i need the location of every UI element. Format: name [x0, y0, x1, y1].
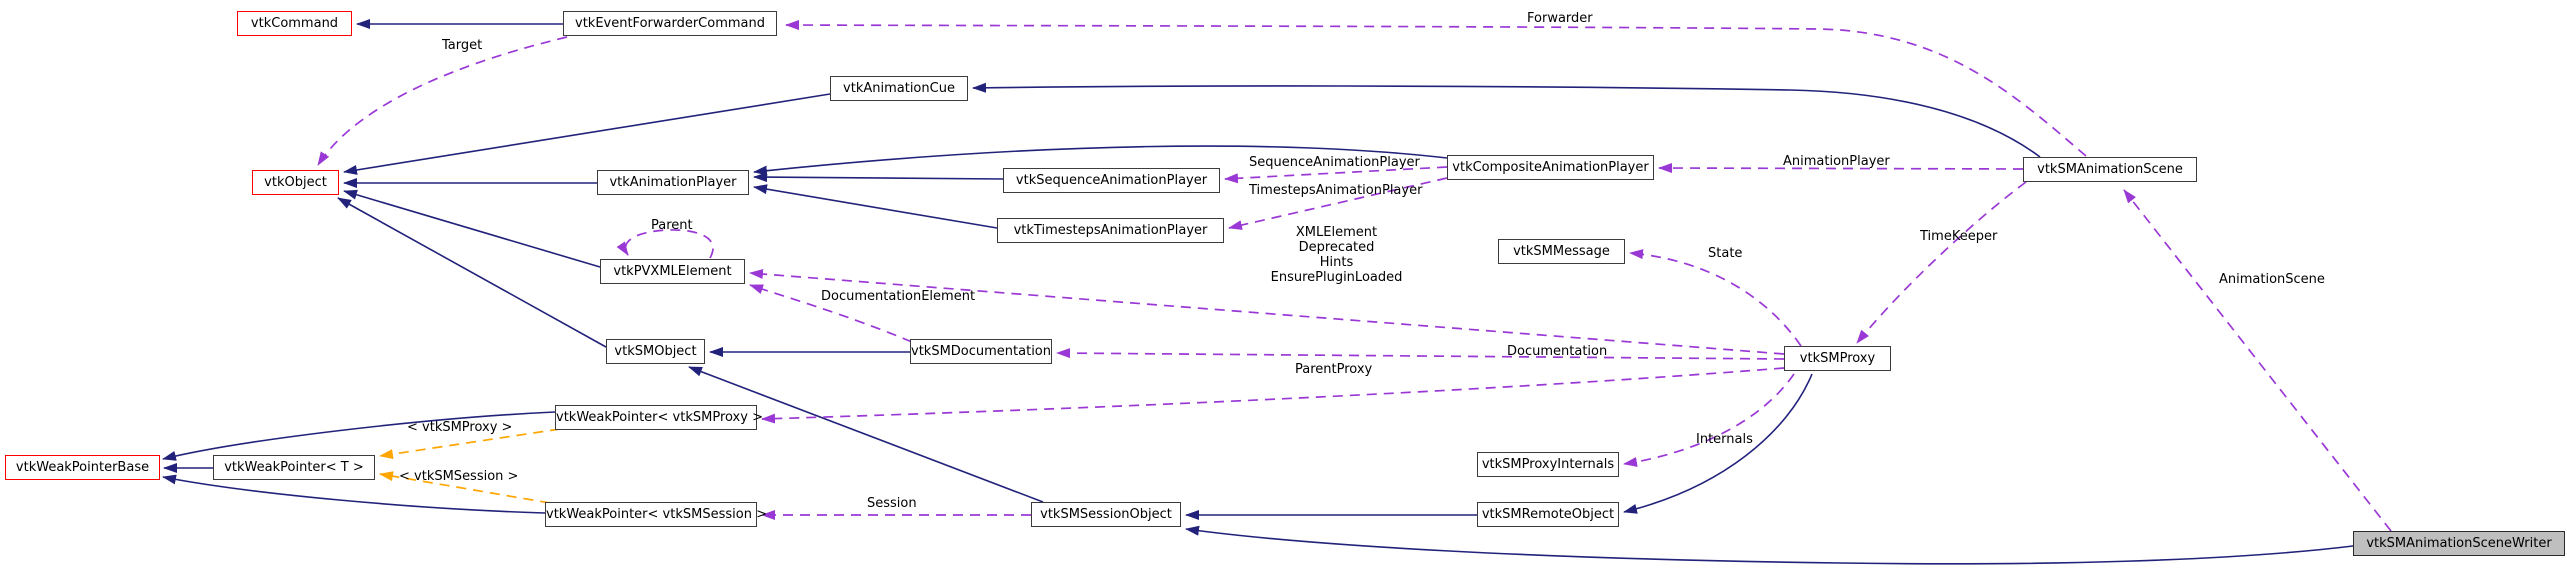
- edge-weakptrproxy-to-weakptrbase: [162, 411, 556, 461]
- edge-label-target: Target: [442, 38, 483, 53]
- edge-timestepsplayer-to-player: [753, 184, 998, 229]
- node-vtkWeakPointer-T[interactable]: vtkWeakPointer< T >: [213, 455, 375, 480]
- edge-label-xmlelement-block: XMLElement Deprecated Hints EnsurePlugin…: [1254, 225, 1419, 285]
- node-vtkSMMessage[interactable]: vtkSMMessage: [1498, 239, 1625, 264]
- node-vtkSMRemoteObject[interactable]: vtkSMRemoteObject: [1477, 502, 1619, 527]
- edge-template-smproxy: [379, 428, 561, 460]
- edge-documentation: [1056, 348, 1785, 360]
- node-vtkEventForwarderCommand[interactable]: vtkEventForwarderCommand: [563, 11, 777, 36]
- edge-sessionobject-to-smobject: [688, 366, 1044, 503]
- node-vtkCompositeAnimationPlayer[interactable]: vtkCompositeAnimationPlayer: [1447, 155, 1654, 180]
- edge-label-template-smproxy: < vtkSMProxy >: [407, 420, 513, 435]
- edge-label-state: State: [1708, 246, 1743, 261]
- edge-label-deprecated: Deprecated: [1298, 240, 1375, 255]
- edge-label-timestepsanimationplayer: TimestepsAnimationPlayer: [1249, 183, 1423, 198]
- edge-sequenceplayer-member: [1224, 166, 1448, 184]
- edge-state: [1629, 249, 1802, 347]
- edge-template-smsession: [379, 471, 551, 504]
- edge-animationplayer-member: [1658, 163, 2024, 174]
- edge-target: [317, 36, 568, 166]
- edge-label-timekeeper: TimeKeeper: [1920, 229, 1998, 244]
- node-vtkSMAnimationSceneWriter: vtkSMAnimationSceneWriter: [2353, 531, 2565, 556]
- edge-animationscene-member: [2123, 189, 2392, 532]
- node-vtkPVXMLElement[interactable]: vtkPVXMLElement: [600, 259, 745, 284]
- edge-label-session: Session: [867, 496, 917, 511]
- node-vtkWeakPointerBase[interactable]: vtkWeakPointerBase: [5, 455, 160, 480]
- edge-forwarder: [785, 20, 2087, 157]
- node-vtkTimestepsAnimationPlayer[interactable]: vtkTimestepsAnimationPlayer: [997, 218, 1224, 243]
- edge-parent-selfloop: [616, 229, 714, 259]
- node-vtkWeakPointer-vtkSMSession[interactable]: vtkWeakPointer< vtkSMSession >: [545, 502, 767, 527]
- node-vtkCommand[interactable]: vtkCommand: [237, 11, 352, 36]
- node-vtkAnimationPlayer[interactable]: vtkAnimationPlayer: [597, 170, 749, 195]
- edge-timestepsplayer-member: [1228, 177, 1448, 230]
- node-vtkAnimationCue[interactable]: vtkAnimationCue: [830, 76, 968, 101]
- edge-xmlelement: [749, 269, 1785, 355]
- edge-scenewriter-to-sessionobject: [1185, 525, 2354, 565]
- edge-label-animationscene: AnimationScene: [2219, 272, 2325, 287]
- edge-animationscene-to-cue: [972, 82, 2041, 158]
- edge-label-template-smsession: < vtkSMSession >: [399, 469, 519, 484]
- edge-label-forwarder: Forwarder: [1527, 11, 1593, 26]
- edge-label-parentproxy: ParentProxy: [1295, 362, 1373, 377]
- node-vtkSMObject[interactable]: vtkSMObject: [606, 339, 705, 364]
- node-vtkSMDocumentation[interactable]: vtkSMDocumentation: [910, 339, 1052, 364]
- edge-sequenceplayer-to-player: [753, 172, 1004, 183]
- node-vtkSMSessionObject[interactable]: vtkSMSessionObject: [1031, 502, 1181, 527]
- edge-internals: [1623, 373, 1795, 467]
- edge-smproxy-to-remoteobject: [1623, 373, 1813, 514]
- edge-label-parent: Parent: [651, 218, 693, 233]
- edge-weakptrsession-to-weakptrbase: [162, 474, 546, 514]
- node-vtkSMProxy[interactable]: vtkSMProxy: [1784, 346, 1891, 371]
- edge-compositeplayer-to-player: [753, 145, 1448, 176]
- node-vtkSMProxyInternals[interactable]: vtkSMProxyInternals: [1477, 452, 1619, 477]
- edge-pvxml-to-object: [343, 189, 601, 268]
- edge-label-documentation: Documentation: [1507, 344, 1608, 359]
- node-vtkWeakPointer-vtkSMProxy[interactable]: vtkWeakPointer< vtkSMProxy >: [555, 405, 763, 430]
- edge-parentproxy: [761, 367, 1785, 424]
- edge-animationcue-to-object: [343, 93, 831, 175]
- edge-label-hints: Hints: [1319, 255, 1354, 270]
- edge-label-xmlelement: XMLElement: [1295, 225, 1378, 240]
- node-vtkObject[interactable]: vtkObject: [252, 170, 339, 195]
- edge-label-documentationelement: DocumentationElement: [821, 289, 976, 304]
- node-vtkSequenceAnimationPlayer[interactable]: vtkSequenceAnimationPlayer: [1003, 168, 1220, 193]
- node-vtkSMAnimationScene[interactable]: vtkSMAnimationScene: [2023, 157, 2197, 182]
- edge-documentationelement: [749, 284, 913, 343]
- edge-timekeeper: [1856, 181, 2027, 344]
- edge-label-animationplayer: AnimationPlayer: [1783, 154, 1890, 169]
- edge-label-sequenceanimationplayer: SequenceAnimationPlayer: [1249, 155, 1420, 170]
- edge-smobject-to-object: [337, 197, 607, 348]
- edge-label-internals: Internals: [1696, 432, 1753, 447]
- edge-label-ensurepluginloaded: EnsurePluginLoaded: [1270, 270, 1403, 285]
